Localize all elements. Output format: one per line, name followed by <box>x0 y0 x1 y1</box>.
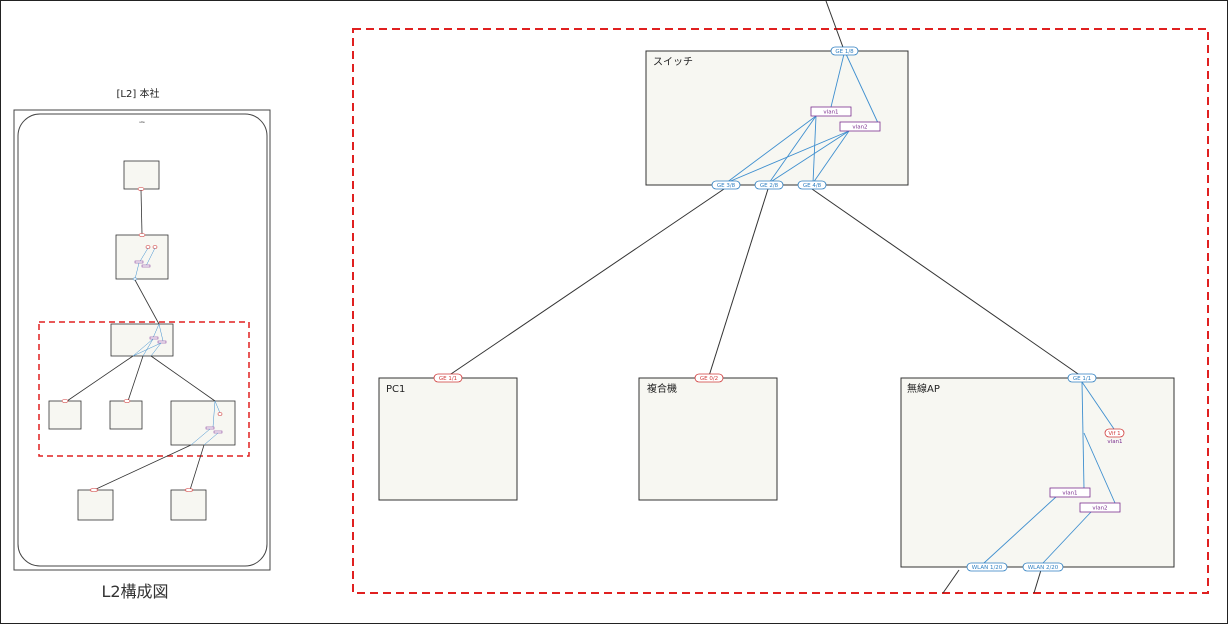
link-switch-pc1 <box>447 188 725 377</box>
overview-link <box>190 428 211 446</box>
uplink-line <box>825 1 845 51</box>
port-ap-wlan1[interactable] <box>966 562 1008 572</box>
mfp-name: 複合機 <box>647 382 677 395</box>
switch-vlan2 <box>839 121 881 132</box>
overview-port <box>123 399 131 403</box>
overview-vlan <box>205 426 215 430</box>
port-ap-wlan2-label: WLAN 2/20 <box>1028 565 1059 571</box>
port-sw-ge4-label: GE 4/8 <box>803 183 822 189</box>
ap-name: 無線AP <box>907 382 940 395</box>
mfp-box <box>638 377 778 501</box>
overview-port <box>217 412 223 416</box>
overview-link <box>134 262 140 280</box>
overview-port <box>138 233 146 237</box>
overview-link <box>138 247 149 264</box>
ap-vlan1 <box>1049 487 1091 498</box>
ap-vlan2-label: vlan2 <box>1092 506 1107 512</box>
overview-device-pc1 <box>48 400 82 430</box>
port-ap-wlan1-label: WLAN 1/20 <box>972 565 1003 571</box>
overview-port <box>61 399 69 403</box>
port-ap-uplink-label: GE 1/1 <box>1073 376 1091 382</box>
overview-device-ap <box>170 400 236 446</box>
overview-caption: L2構成図 <box>101 582 168 601</box>
overview-port <box>89 488 99 492</box>
overview-link <box>127 355 144 402</box>
overview-link <box>142 338 154 357</box>
overview-link <box>140 189 143 235</box>
pc1-box <box>378 377 518 501</box>
ap-vif-vlan-label: vlan1 <box>1107 439 1122 445</box>
device-pc1[interactable]: PC1 GE 1/1 <box>378 373 518 501</box>
overview-link <box>93 444 192 491</box>
ap-vlan2 <box>1079 502 1121 513</box>
overview-device-core <box>115 234 169 280</box>
detail-region-boundary <box>352 28 1209 594</box>
port-sw-ge3[interactable] <box>711 180 741 190</box>
device-switch[interactable]: スイッチ vlan1 vlan2 GE 1/8 GE 3/8 GE 2/8 GE… <box>645 46 909 190</box>
overview-port <box>145 245 151 249</box>
port-sw-ge2[interactable] <box>754 180 784 190</box>
link-switch-mfp <box>708 188 769 377</box>
port-mfp[interactable] <box>694 373 724 383</box>
overview-site-label: site <box>139 120 145 124</box>
pc1-name: PC1 <box>386 384 405 395</box>
ap-vlan1-label: vlan1 <box>1062 491 1077 497</box>
overview-link <box>132 342 162 357</box>
port-ap-vif[interactable] <box>1104 428 1125 438</box>
ap-box <box>900 377 1175 568</box>
overview-device-client <box>77 489 114 521</box>
port-sw-uplink-label: GE 1/8 <box>835 49 854 55</box>
overview-highlight-region <box>38 321 250 457</box>
overview-link <box>145 247 156 267</box>
link-switch-ap <box>811 188 1082 377</box>
overview-link <box>150 355 216 402</box>
link-wlan1-down <box>942 569 960 594</box>
overview-link <box>150 342 162 357</box>
overview-vlan <box>134 260 144 264</box>
overview-panel: [L2] 本社 site <box>13 87 271 601</box>
port-sw-ge3-label: GE 3/8 <box>717 183 736 189</box>
ap-internal-links <box>983 381 1116 564</box>
overview-device-client <box>170 489 207 521</box>
overview-title: [L2] 本社 <box>117 87 160 100</box>
overview-link <box>152 323 160 339</box>
overview-link <box>66 355 134 402</box>
overview-link <box>189 444 205 491</box>
overview-vlan <box>141 264 151 268</box>
switch-internal-links <box>725 53 879 184</box>
port-pc1[interactable] <box>433 373 463 383</box>
switch-vlan2-label: vlan2 <box>852 125 867 131</box>
port-ap-wlan2[interactable] <box>1022 562 1064 572</box>
overview-link <box>214 400 221 414</box>
overview-link <box>158 323 164 342</box>
switch-vlan1 <box>810 106 852 117</box>
overview-link <box>203 432 219 446</box>
port-mfp-label: GE 0/2 <box>700 376 718 382</box>
switch-vlan1-label: vlan1 <box>823 110 838 116</box>
port-ap-vif-label: Vif 1 <box>1108 431 1120 437</box>
device-mfp[interactable]: 複合機 GE 0/2 <box>638 373 778 501</box>
device-ap[interactable]: 無線AP GE 1/1 Vif 1 vlan1 vlan1 vlan2 WLAN… <box>900 373 1175 572</box>
overview-vlan <box>149 336 159 340</box>
port-sw-ge4[interactable] <box>797 180 827 190</box>
overview-port <box>184 488 194 492</box>
overview-device-mfp <box>109 400 143 430</box>
overview-device-top <box>123 160 160 190</box>
port-ap-uplink[interactable] <box>1067 373 1097 383</box>
overview-link <box>134 279 160 325</box>
switch-name: スイッチ <box>653 56 693 68</box>
overview-device-switch <box>110 323 174 357</box>
overview-port <box>132 277 138 281</box>
overview-link <box>132 338 154 357</box>
overview-vlan <box>157 340 167 344</box>
overview-link <box>212 400 216 428</box>
port-sw-uplink[interactable] <box>830 46 859 56</box>
link-wlan2-down <box>1033 569 1042 594</box>
port-sw-ge2-label: GE 2/8 <box>760 183 779 189</box>
switch-box <box>645 50 909 186</box>
overview-vlan <box>213 430 223 434</box>
port-pc1-label: GE 1/1 <box>439 376 457 382</box>
